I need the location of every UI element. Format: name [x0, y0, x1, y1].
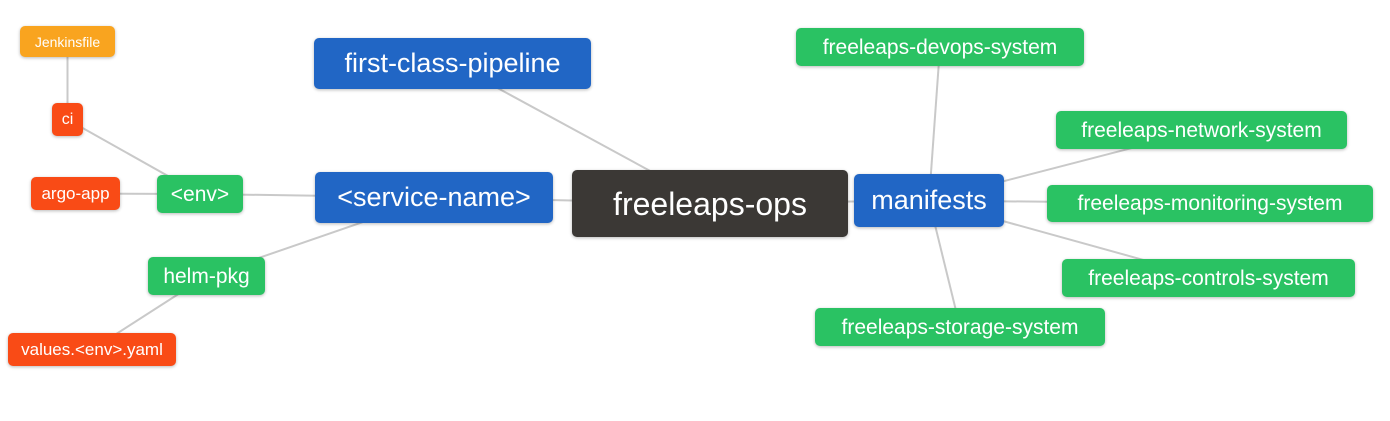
mindmap-node-controls-system[interactable]: freeleaps-controls-system: [1062, 259, 1355, 297]
mindmap-node-values-env-yaml[interactable]: values.<env>.yaml: [8, 333, 176, 366]
mindmap-node-first-class-pipeline[interactable]: first-class-pipeline: [314, 38, 591, 89]
mindmap-node-manifests[interactable]: manifests: [854, 174, 1004, 227]
mindmap-node-jenkinsfile[interactable]: Jenkinsfile: [20, 26, 115, 57]
mindmap-node-freeleaps-ops[interactable]: freeleaps-ops: [572, 170, 848, 237]
mindmap-node-devops-system[interactable]: freeleaps-devops-system: [796, 28, 1084, 66]
mindmap-node-argo-app[interactable]: argo-app: [31, 177, 120, 210]
mindmap-node-env[interactable]: <env>: [157, 175, 243, 213]
mindmap-node-monitoring-system[interactable]: freeleaps-monitoring-system: [1047, 185, 1373, 222]
mindmap-node-storage-system[interactable]: freeleaps-storage-system: [815, 308, 1105, 346]
mindmap-node-service-name[interactable]: <service-name>: [315, 172, 553, 223]
mindmap-node-ci[interactable]: ci: [52, 103, 83, 136]
mindmap-node-helm-pkg[interactable]: helm-pkg: [148, 257, 265, 295]
mindmap-node-network-system[interactable]: freeleaps-network-system: [1056, 111, 1347, 149]
